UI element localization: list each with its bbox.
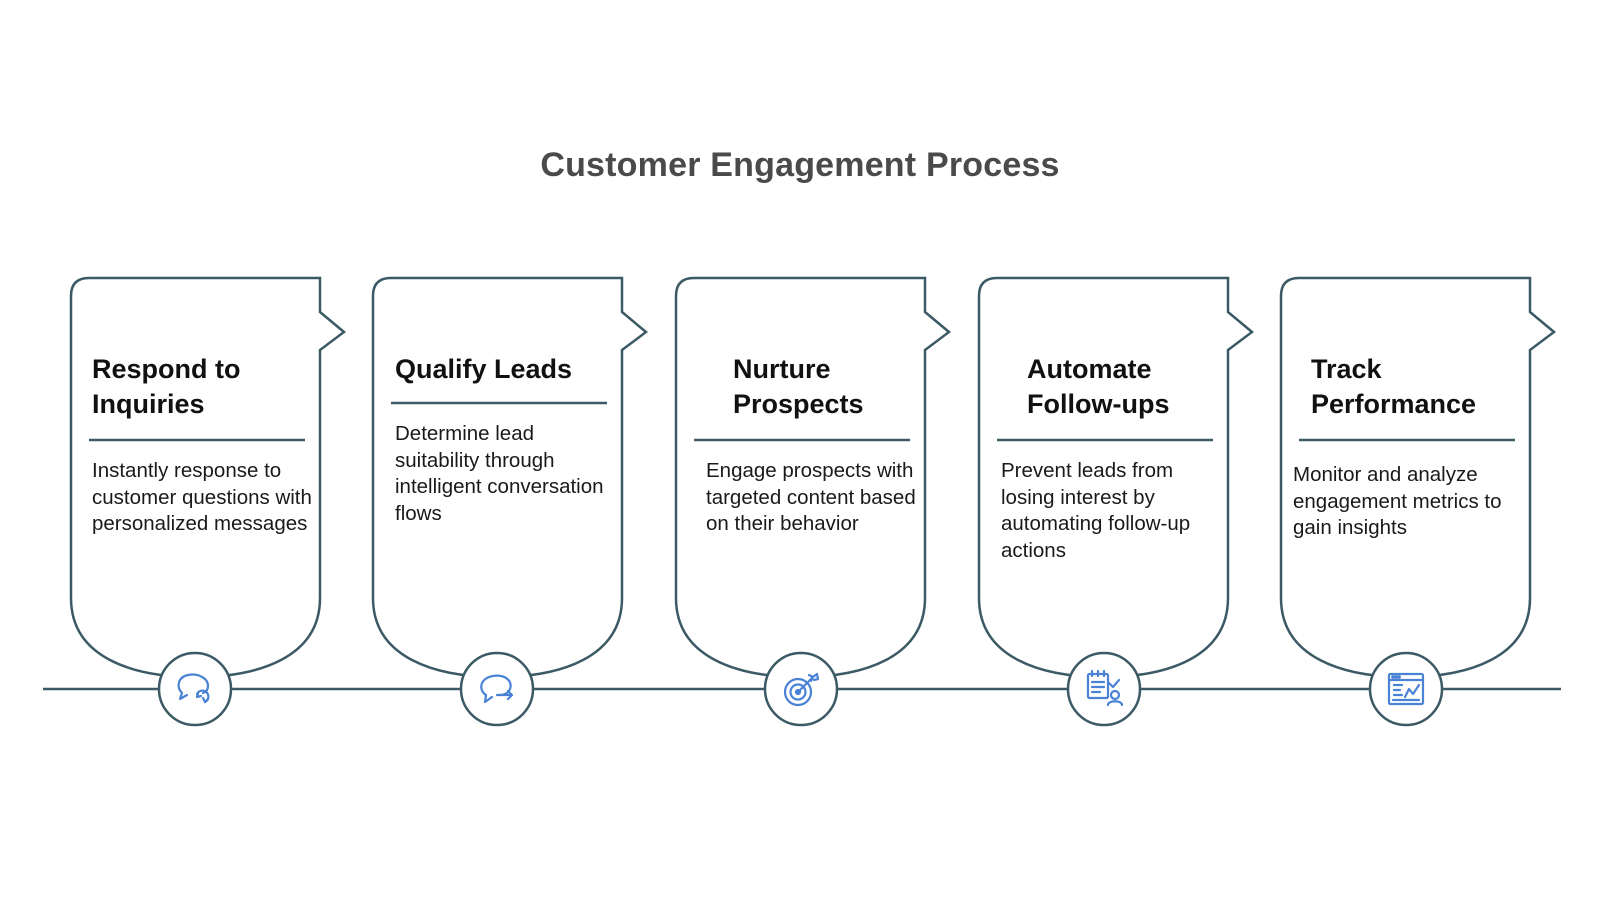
- step-4-description: Prevent leads from losing interest by au…: [1001, 459, 1191, 562]
- target-icon: [783, 672, 820, 707]
- analytics-dashboard-icon: [1387, 672, 1425, 706]
- step-3-heading: Nurture Prospects: [733, 354, 864, 419]
- step-5-heading: Track Performance: [1311, 354, 1477, 419]
- step-2-heading: Qualify Leads: [395, 354, 573, 384]
- step-5-icon-circle: [1368, 651, 1444, 727]
- chat-refresh-icon: [177, 673, 210, 704]
- step-4-heading: Automate Follow-ups: [1027, 354, 1170, 419]
- step-3-card: [674, 276, 952, 679]
- step-2-icon-circle: [459, 651, 535, 727]
- step-1-card: [69, 276, 347, 679]
- step-3-description: Engage prospects with targeted content b…: [706, 459, 916, 535]
- chat-forward-icon: [480, 674, 514, 704]
- step-5-description: Monitor and analyze engagement metrics t…: [1293, 463, 1502, 539]
- page-title: Customer Engagement Process: [540, 146, 1060, 184]
- step-4-icon-circle: [1066, 651, 1142, 727]
- step-1-description: Instantly response to customer questions…: [92, 459, 312, 535]
- checklist-user-icon: [1086, 669, 1124, 707]
- step-2-card: [371, 276, 649, 679]
- step-1-icon-circle: [157, 651, 233, 727]
- step-1-heading: Respond to Inquiries: [92, 354, 241, 419]
- step-2-description: Determine lead suitability through intel…: [395, 422, 604, 525]
- step-5-card: [1279, 276, 1557, 679]
- step-4-card: [977, 276, 1255, 679]
